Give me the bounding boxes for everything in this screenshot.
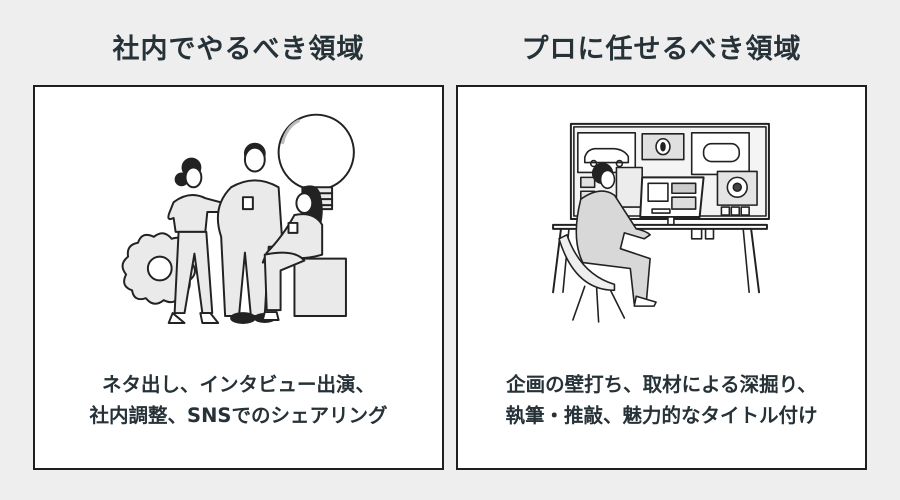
in-house-description: ネタ出し、インタビュー出演、 社内調整、SNSでのシェアリング [35, 369, 442, 431]
in-house-panel: ネタ出し、インタビュー出演、 社内調整、SNSでのシェアリング [33, 85, 444, 470]
desk [552, 223, 768, 230]
team-brainstorm-illustration [35, 87, 442, 347]
description-line: ネタ出し、インタビュー出演、 [101, 373, 375, 396]
designer-at-desk-illustration [458, 87, 865, 347]
in-house-title: 社内でやるべき領域 [112, 34, 365, 65]
chair [558, 234, 626, 323]
outsource-description: 企画の壁打ち、取材による深掘り、 執筆・推敲、魅力的なタイトル付け [458, 369, 865, 431]
outsource-panel: 企画の壁打ち、取材による深掘り、 執筆・推敲、魅力的なタイトル付け [456, 85, 867, 470]
outsource-title: プロに任せるべき領域 [521, 34, 802, 65]
description-line: 執筆・推敲、魅力的なタイトル付け [505, 404, 818, 427]
pen-holder [690, 228, 703, 240]
designer-figure [575, 162, 657, 307]
description-line: 企画の壁打ち、取材による深掘り、 [506, 373, 817, 396]
box-seat [293, 257, 347, 318]
woman-right-figure [261, 185, 324, 321]
description-line: 社内調整、SNSでのシェアリング [89, 404, 388, 427]
